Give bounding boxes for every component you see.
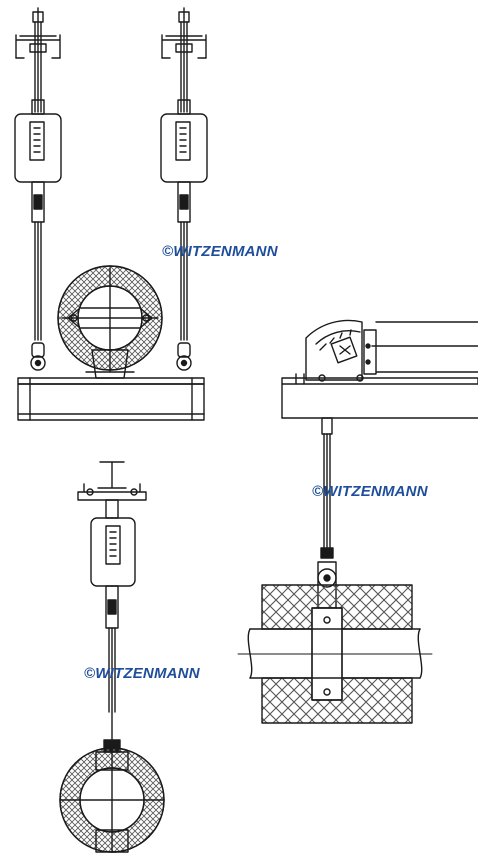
spring-hanger-on-i-beam [77, 461, 147, 713]
left-spring-hanger [14, 7, 62, 371]
witzenmann-watermark: ©WITZENMANN [162, 243, 278, 260]
right-spring-hanger [160, 7, 208, 371]
pipe-clamp-with-rod [59, 711, 165, 853]
witzenmann-watermark: ©WITZENMANN [84, 665, 200, 682]
insulated-pipe-section [57, 265, 163, 373]
witzenmann-watermark: ©WITZENMANN [312, 483, 428, 500]
angled-hanger-on-beam [237, 319, 478, 724]
twin-spring-hanger-with-pipe-clamp [14, 7, 208, 421]
support-beam [17, 377, 205, 421]
